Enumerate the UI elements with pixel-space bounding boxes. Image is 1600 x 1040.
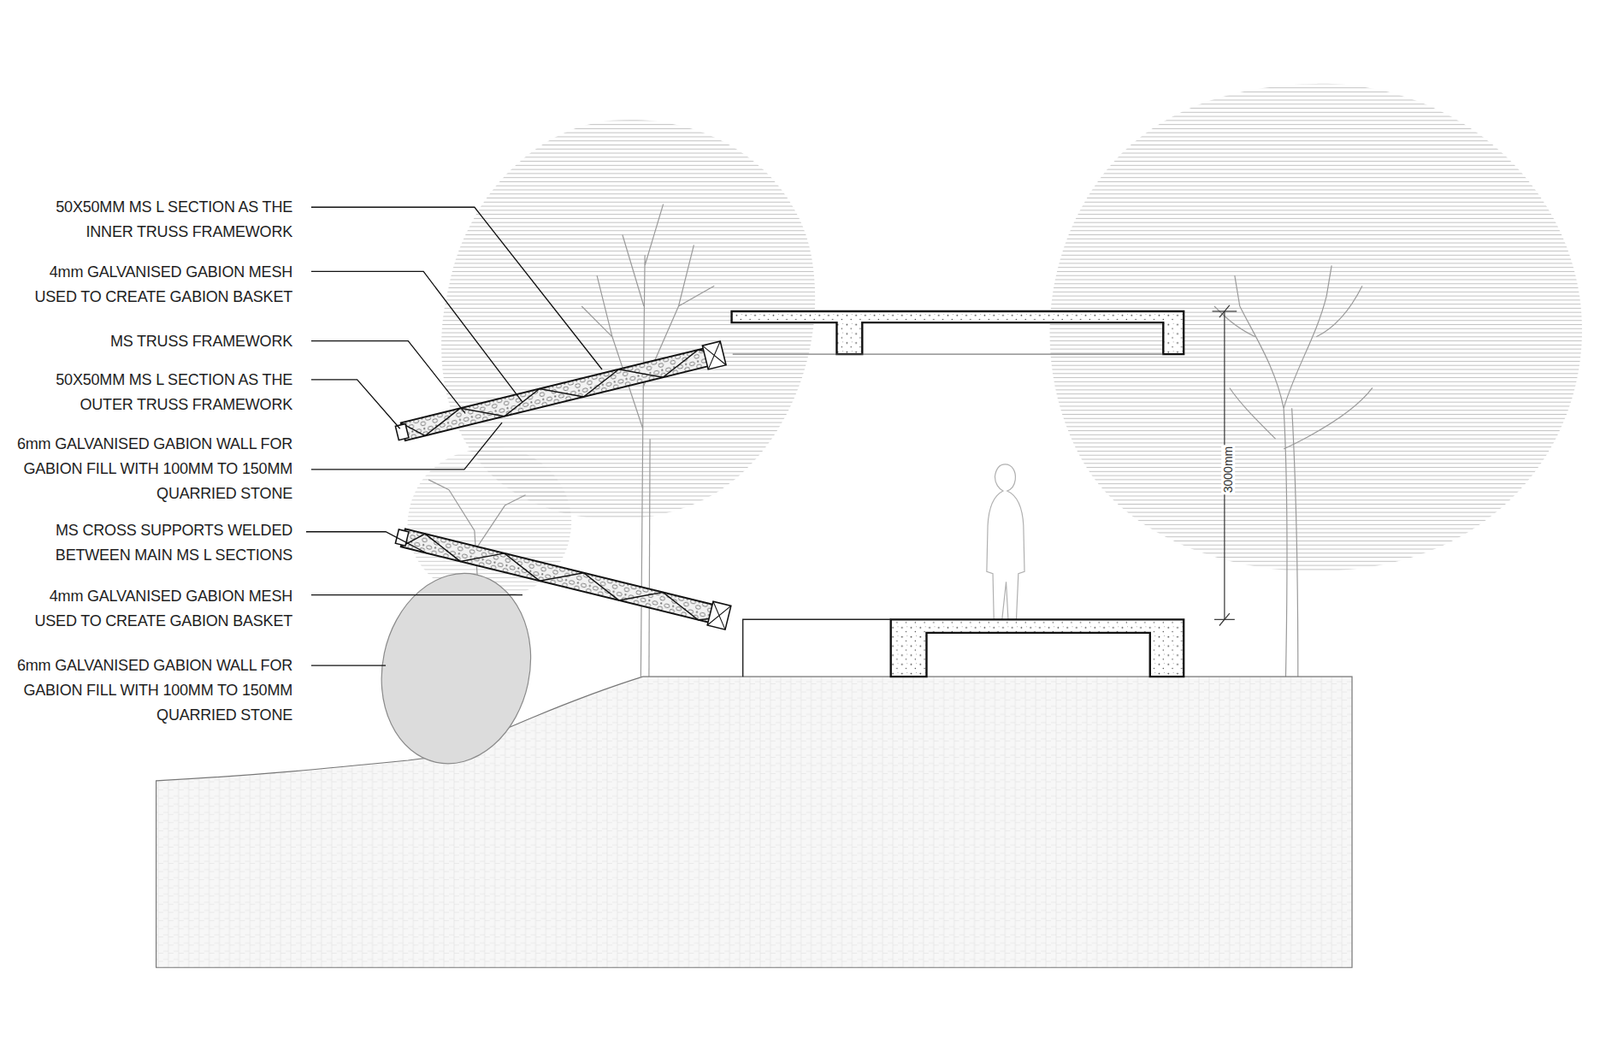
- roof-slab: [732, 311, 1185, 355]
- callout-label: 4mm GALVANISED GABION MESH USED TO CREAT…: [5, 259, 293, 310]
- callout-label: MS CROSS SUPPORTS WELDED BETWEEN MAIN MS…: [5, 518, 293, 568]
- callout-label: MS TRUSS FRAMEWORK: [5, 329, 293, 355]
- gabion-truss: [394, 341, 727, 445]
- dimension-line: [1212, 305, 1238, 626]
- beam-line: [732, 354, 1164, 355]
- callout-label: 6mm GALVANISED GABION WALL FOR GABION FI…: [5, 431, 293, 507]
- boulder: [364, 559, 549, 778]
- gabion-truss: [394, 524, 732, 630]
- floor-slab: [891, 619, 1184, 677]
- callout-label: 4mm GALVANISED GABION MESH USED TO CREAT…: [5, 584, 293, 634]
- callout-label: 50X50MM MS L SECTION AS THE OUTER TRUSS …: [5, 367, 293, 418]
- dimension-text: 3000mm: [1221, 444, 1235, 495]
- tree-trunk: [428, 204, 1373, 677]
- callout-label: 6mm GALVANISED GABION WALL FOR GABION FI…: [5, 653, 293, 728]
- person-silhouette: [986, 464, 1025, 620]
- floor-edge: [743, 619, 892, 677]
- leader-line: [306, 206, 603, 666]
- callout-label: 50X50MM MS L SECTION AS THE INNER TRUSS …: [5, 194, 293, 245]
- ground-section: [156, 676, 1353, 968]
